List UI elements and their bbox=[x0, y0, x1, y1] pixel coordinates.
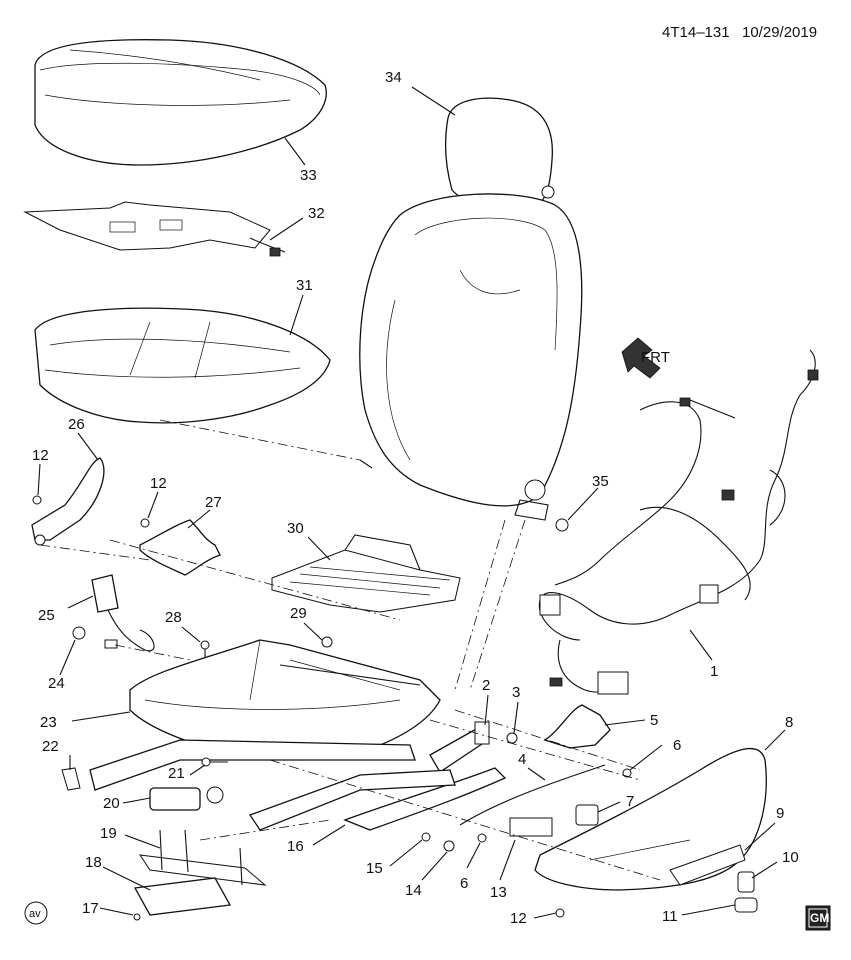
part-29-clip bbox=[321, 636, 333, 648]
part-15-clip bbox=[421, 832, 431, 842]
callout-30: 30 bbox=[287, 520, 304, 537]
part-25-seat-belt-buckle bbox=[91, 574, 155, 652]
part-33-cushion-cover bbox=[34, 39, 327, 166]
callout-33: 33 bbox=[300, 167, 317, 184]
part-16-track-cover bbox=[343, 767, 507, 831]
callout-14: 14 bbox=[405, 882, 422, 899]
part-14-cap bbox=[443, 840, 455, 852]
callout-9: 9 bbox=[776, 805, 784, 822]
callout-28: 28 bbox=[165, 609, 182, 626]
part-12-screw-b bbox=[140, 518, 150, 528]
part-6-clip-a bbox=[622, 768, 632, 778]
part-24-nut bbox=[72, 626, 86, 640]
callout-6-a: 6 bbox=[673, 737, 681, 754]
front-direction-marker: FRT bbox=[621, 337, 670, 379]
seat-tracks bbox=[89, 739, 456, 831]
part-34-headrest bbox=[445, 97, 555, 210]
part-30-spring-assembly bbox=[271, 534, 461, 613]
part-35-bolt bbox=[555, 518, 569, 532]
part-12-screw-c bbox=[555, 908, 565, 918]
callout-12-b: 12 bbox=[150, 475, 167, 492]
callout-11: 11 bbox=[662, 908, 678, 925]
av-stamp: av bbox=[24, 901, 48, 925]
part-22-clip bbox=[61, 767, 81, 791]
part-20-motor bbox=[149, 786, 224, 811]
gm-logo: GM bbox=[805, 905, 831, 931]
part-18-module bbox=[133, 877, 232, 916]
callout-26: 26 bbox=[68, 416, 85, 433]
callout-4: 4 bbox=[518, 751, 526, 768]
callout-1: 1 bbox=[710, 663, 718, 680]
part-9-switch bbox=[669, 844, 746, 886]
part-8-side-shield bbox=[534, 747, 767, 891]
callout-24: 24 bbox=[48, 675, 65, 692]
callout-25: 25 bbox=[38, 607, 55, 624]
callout-34: 34 bbox=[385, 69, 402, 86]
callout-19: 19 bbox=[100, 825, 117, 842]
diagram-date: 10/29/2019 bbox=[742, 24, 817, 41]
diagram-code: 4T14–131 bbox=[662, 24, 730, 41]
part-7-knob bbox=[575, 804, 599, 826]
callout-7: 7 bbox=[626, 793, 634, 810]
gm-logo-text: GM bbox=[810, 911, 829, 925]
part-11-knob bbox=[734, 897, 758, 913]
av-label: av bbox=[29, 908, 41, 920]
part-3-clip bbox=[506, 732, 518, 744]
part-1-wiring-harness bbox=[538, 349, 819, 695]
part-19-bracket bbox=[138, 829, 267, 886]
part-21-bolt bbox=[201, 757, 228, 767]
callout-20: 20 bbox=[103, 795, 120, 812]
part-12-screw-a bbox=[32, 495, 42, 505]
callout-5: 5 bbox=[650, 712, 658, 729]
callout-22: 22 bbox=[42, 738, 59, 755]
callout-35: 35 bbox=[592, 473, 609, 490]
part-31-cushion-pad bbox=[34, 307, 331, 424]
alignment-lines bbox=[39, 419, 661, 881]
callout-8: 8 bbox=[785, 714, 793, 731]
part-17-screw bbox=[133, 913, 141, 921]
callout-12-c: 12 bbox=[510, 910, 527, 927]
callout-29: 29 bbox=[290, 605, 307, 622]
callout-10: 10 bbox=[782, 849, 799, 866]
part-10-knob bbox=[737, 871, 755, 893]
callout-31: 31 bbox=[296, 277, 313, 294]
callout-labels: 34 33 32 31 26 12 12 27 30 35 25 28 29 2… bbox=[32, 69, 799, 927]
part-13-switch bbox=[509, 817, 553, 837]
seat-back bbox=[359, 193, 583, 521]
callout-21: 21 bbox=[168, 765, 185, 782]
part-32-heater-pad bbox=[23, 201, 286, 257]
leader-lines bbox=[37, 86, 786, 919]
callout-16: 16 bbox=[287, 838, 304, 855]
callout-6-b: 6 bbox=[460, 875, 468, 892]
callout-3: 3 bbox=[512, 684, 520, 701]
part-4-cable bbox=[459, 764, 606, 826]
part-26-bracket bbox=[31, 457, 105, 546]
callout-18: 18 bbox=[85, 854, 102, 871]
callout-27: 27 bbox=[205, 494, 222, 511]
part-6-clip-b bbox=[477, 833, 487, 843]
part-5-bracket bbox=[543, 704, 611, 749]
part-2-motor bbox=[429, 721, 490, 773]
callout-23: 23 bbox=[40, 714, 57, 731]
callout-32: 32 bbox=[308, 205, 325, 222]
part-27-trim bbox=[139, 519, 221, 576]
callout-12-a: 12 bbox=[32, 447, 49, 464]
direction-label: FRT bbox=[641, 349, 670, 366]
callout-13: 13 bbox=[490, 884, 507, 901]
callout-2: 2 bbox=[482, 677, 490, 694]
callout-15: 15 bbox=[366, 860, 383, 877]
callout-17: 17 bbox=[82, 900, 99, 917]
